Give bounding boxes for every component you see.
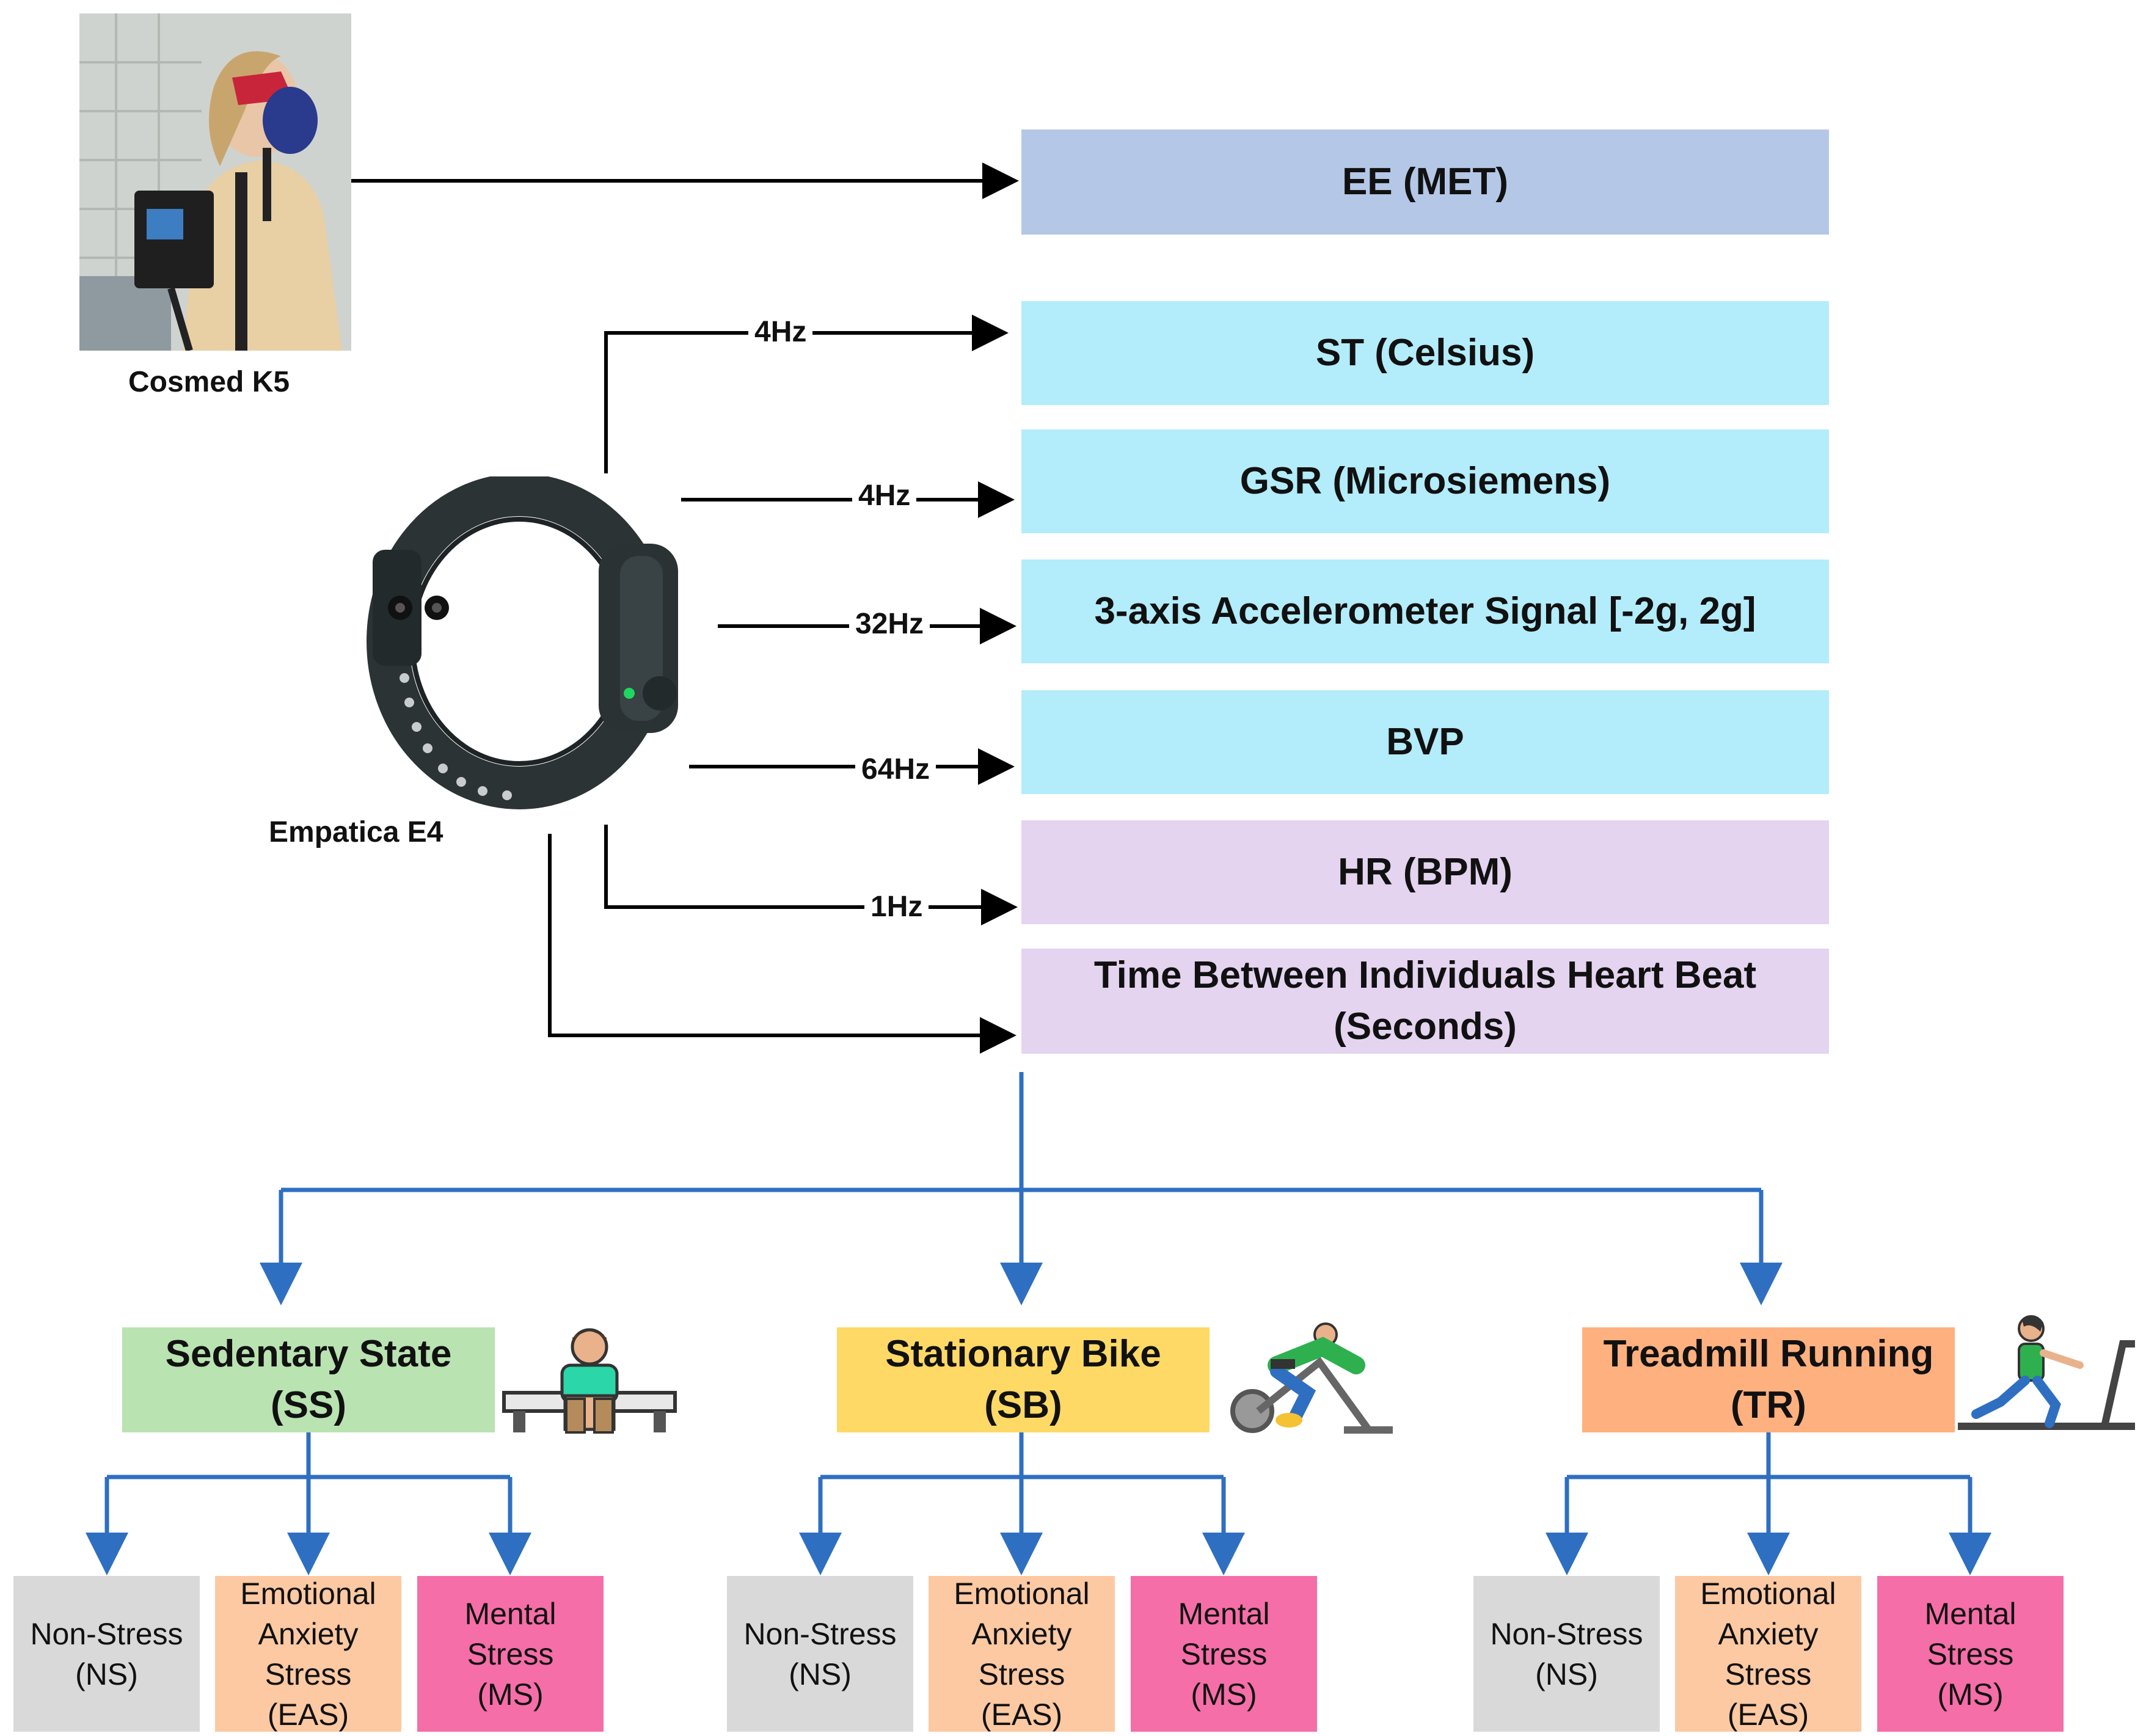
empatica-e4-caption: Empatica E4 — [269, 816, 443, 848]
signal-box-ee: EE (MET) — [1021, 129, 1829, 235]
class-box-ss-ms: Mental Stress (MS) — [417, 1576, 604, 1732]
hr-arrow — [604, 825, 1018, 925]
signal-box-bvp: BVP — [1021, 690, 1829, 794]
class-box-sb-eas: Emotional Anxiety Stress (EAS) — [929, 1576, 1115, 1732]
freq-label-st: 4Hz — [748, 315, 813, 349]
activity-box-sb: Stationary Bike (SB) — [837, 1327, 1210, 1432]
freq-label-gsr: 4Hz — [852, 479, 917, 512]
st-arrow — [604, 315, 1009, 473]
cosmed-k5-caption: Cosmed K5 — [128, 366, 290, 398]
class-box-sb-ns: Non-Stress (NS) — [727, 1576, 913, 1732]
sitting-person-icon — [502, 1328, 677, 1434]
freq-label-bvp: 64Hz — [855, 753, 936, 786]
class-box-tr-ns: Non-Stress (NS) — [1473, 1576, 1660, 1732]
cosmed-k5-photo — [79, 13, 351, 351]
ibi-arrow — [548, 834, 1016, 1054]
signal-box-st: ST (Celsius) — [1021, 301, 1829, 405]
class-box-ss-ns: Non-Stress (NS) — [13, 1576, 200, 1732]
class-box-ss-eas: Emotional Anxiety Stress (EAS) — [215, 1576, 401, 1732]
class-box-sb-ms: Mental Stress (MS) — [1131, 1576, 1317, 1732]
signal-box-hr: HR (BPM) — [1021, 820, 1829, 924]
cyclist-icon — [1230, 1322, 1393, 1434]
empatica-e4-wristband-icon — [367, 476, 678, 809]
signal-box-accelerometer: 3-axis Accelerometer Signal [-2g, 2g] — [1021, 560, 1829, 663]
class-box-tr-eas: Emotional Anxiety Stress (EAS) — [1675, 1576, 1861, 1732]
signal-box-ibi: Time Between Individuals Heart Beat (Sec… — [1021, 949, 1829, 1054]
activity-box-ss: Sedentary State (SS) — [122, 1327, 495, 1432]
class-box-tr-ms: Mental Stress (MS) — [1877, 1576, 2064, 1732]
freq-label-acc: 32Hz — [849, 607, 930, 641]
signal-box-gsr: GSR (Microsiemens) — [1021, 429, 1829, 533]
treadmill-runner-icon — [1958, 1315, 2135, 1430]
activity-box-tr: Treadmill Running (TR) — [1582, 1327, 1955, 1432]
freq-label-hr: 1Hz — [864, 890, 929, 924]
